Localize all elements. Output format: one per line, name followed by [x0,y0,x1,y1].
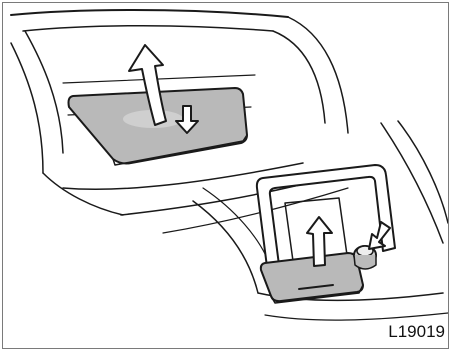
release-knob [354,246,376,269]
figure-reference-code: L19019 [388,322,445,342]
console-top-edge [11,10,288,17]
figure-frame: L19019 [2,2,449,349]
console-illustration [3,3,449,349]
